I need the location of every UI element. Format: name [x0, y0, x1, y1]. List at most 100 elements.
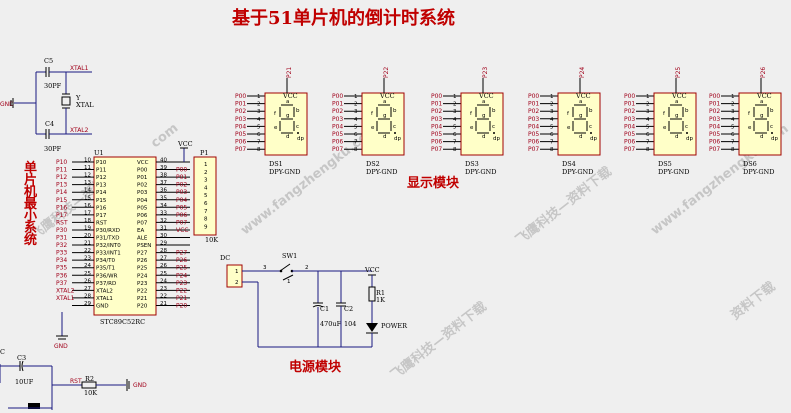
mcu-right-pin-num: 27 — [160, 256, 167, 262]
seg-label-e: e — [470, 125, 474, 131]
digit-top-label: VCC — [379, 92, 395, 100]
svg-text:2: 2 — [305, 265, 309, 271]
mcu-left-pin-num: 27 — [84, 286, 91, 292]
digit-net: P04 — [709, 123, 720, 130]
digit-net: P06 — [528, 139, 539, 146]
seg-label-c: c — [770, 124, 773, 130]
digit-net: P02 — [235, 108, 246, 115]
mcu-left-pin-num: 29 — [84, 301, 91, 307]
digit-body — [557, 92, 601, 156]
mcu-left-pin-num: 19 — [84, 225, 91, 231]
c1-value: 470uF — [320, 320, 342, 328]
seg-label-a: a — [579, 99, 582, 105]
mcu-right-pin-name: P22 — [137, 288, 147, 294]
digit-net: P04 — [431, 123, 442, 130]
digit-net: P03 — [624, 116, 635, 123]
digit-pin-num: 6 — [354, 132, 358, 138]
digit-pin-num: 2 — [354, 102, 358, 108]
digit-net: P04 — [332, 123, 343, 130]
digit-pin-num: 7 — [550, 140, 554, 146]
mcu-right-pin-num: 36 — [160, 188, 167, 194]
c4-ref: C4 — [45, 120, 54, 128]
resnet-pin-num: 8 — [204, 217, 208, 223]
digit-body — [361, 92, 405, 156]
digit-pin-num: 5 — [646, 124, 650, 130]
mcu-right-net: P21 — [176, 295, 187, 302]
digit-net: P03 — [709, 116, 720, 123]
mcu-ref: U1 — [94, 149, 104, 157]
digit-select-net: P22 — [383, 67, 390, 78]
digit-net: P07 — [528, 146, 539, 153]
seg-label-a: a — [675, 99, 678, 105]
mcu-right-pin-name: P02 — [137, 183, 147, 189]
mcu-left-pin-num: 25 — [84, 271, 91, 277]
mcu-right-pin-num: 24 — [160, 278, 167, 284]
mcu-right-net: VCC — [176, 227, 188, 234]
digit-net: P04 — [624, 123, 635, 130]
digit-pin-num: 5 — [731, 124, 735, 130]
mcu-right-pin-num: 31 — [160, 225, 167, 231]
resnet-ref: P1 — [200, 149, 209, 157]
digit-pin-num: 3 — [646, 109, 650, 115]
seg-label-g: g — [675, 113, 679, 119]
vcc-label-p1: VCC — [177, 140, 193, 148]
mcu-left-net: P14 — [56, 189, 67, 196]
seg-label-dp: dp — [686, 136, 693, 142]
seg-label-f: f — [371, 111, 374, 117]
digit-net: P06 — [624, 139, 635, 146]
mcu-left-pin-name: P17 — [96, 213, 107, 219]
mcu-right-pin-name: P21 — [137, 296, 147, 302]
seg-label-g: g — [579, 113, 583, 119]
resnet-pin-num: 5 — [204, 193, 208, 199]
dc-jack — [226, 264, 243, 288]
digit-net: P07 — [332, 146, 343, 153]
digit-net: P01 — [235, 101, 246, 108]
seg-label-d: d — [675, 134, 679, 140]
mcu-left-pin-num: 26 — [84, 278, 91, 284]
digit-net: P00 — [431, 93, 442, 100]
digit-net: P03 — [431, 116, 442, 123]
mcu-left-pin-num: 12 — [84, 173, 91, 179]
r2-ref: R2 — [85, 375, 94, 383]
digit-net: P06 — [235, 139, 246, 146]
mcu-left-pin-num: 14 — [84, 188, 91, 194]
digit-pin-num: 6 — [550, 132, 554, 138]
digit-select-net: P24 — [579, 67, 586, 78]
digit-type: DPY-GND — [269, 168, 300, 176]
digit-pin-num: 5 — [354, 124, 358, 130]
seg-label-b: b — [296, 108, 300, 114]
seg-label-a: a — [286, 99, 289, 105]
digit-pin-num: 5 — [257, 124, 261, 130]
resnet-pin-num: 1 — [204, 162, 208, 168]
digit-pin-num: 7 — [731, 140, 735, 146]
display-block-label: 显示模块 — [407, 175, 460, 191]
watermark-text: 飞鹰科技—资料下载 — [513, 164, 615, 249]
mcu-right-pin-name: P06 — [137, 213, 148, 219]
seg-label-d: d — [579, 134, 583, 140]
mcu-left-net: P32 — [56, 242, 67, 249]
mcu-left-pin-num: 23 — [84, 256, 91, 262]
mcu-left-pin-name: P30/RXD — [96, 228, 120, 234]
mcu-left-net: P17 — [56, 212, 67, 219]
digit-pin-num: 7 — [646, 140, 650, 146]
mcu-left-pin-num: 16 — [84, 203, 91, 209]
digit-net: P00 — [332, 93, 343, 100]
digit-pin-num: 3 — [731, 109, 735, 115]
mcu-left-net: P11 — [56, 167, 67, 174]
digit-pin-num: 1 — [354, 94, 358, 100]
seg-label-a: a — [760, 99, 763, 105]
mcu-left-pin-name: P14 — [96, 190, 107, 196]
mcu-left-net: P12 — [56, 174, 67, 181]
mcu-left-net: P31 — [56, 235, 67, 242]
digit-select-net: P25 — [675, 67, 682, 78]
digit-net: P01 — [528, 101, 539, 108]
digit-net: P04 — [528, 123, 539, 130]
digit-pin-num: 2 — [646, 102, 650, 108]
mcu-part: STC89C52RC — [100, 318, 145, 326]
seg-label-d: d — [383, 134, 387, 140]
c4-value: 30PF — [44, 145, 62, 153]
digit-type: DPY-GND — [465, 168, 496, 176]
mcu-right-pin-num: 26 — [160, 263, 167, 269]
